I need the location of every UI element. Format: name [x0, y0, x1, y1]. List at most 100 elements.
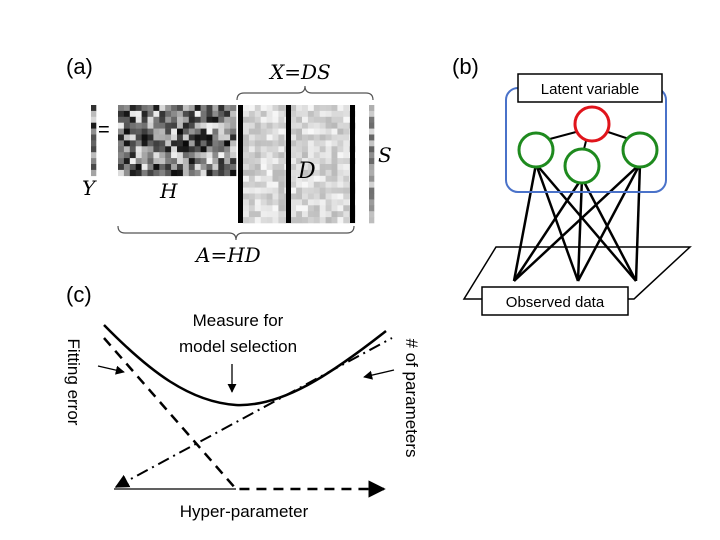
h-matrix-cell [118, 110, 125, 118]
h-matrix-cell [129, 140, 136, 147]
y-vector-cell [91, 105, 97, 112]
h-matrix-cell [230, 122, 237, 129]
d-matrix-cell [296, 134, 303, 141]
d-matrix-cell [296, 164, 303, 171]
d-matrix-cell [302, 205, 309, 212]
h-matrix-cell [147, 122, 154, 129]
hidden-node-left [517, 131, 555, 169]
d-matrix-cell [331, 175, 338, 182]
d-matrix-cell [331, 122, 338, 129]
d-matrix-cell [343, 116, 350, 123]
h-matrix-cell [188, 110, 195, 118]
d-matrix-cell [331, 205, 338, 212]
d-matrix-cell [337, 211, 344, 218]
d-matrix-cell [319, 199, 326, 206]
h-matrix-cell [188, 152, 195, 159]
h-matrix-cell [188, 158, 195, 165]
d-matrix-cell [260, 116, 267, 123]
h-matrix-cell [129, 105, 136, 112]
h-matrix-cell [200, 158, 207, 165]
d-matrix-cell [343, 175, 350, 182]
latent-label-box [517, 73, 663, 103]
d-matrix-cell [290, 152, 297, 159]
d-matrix-cell [331, 164, 338, 171]
d-matrix-cell [243, 158, 250, 165]
h-matrix-cell [165, 116, 172, 123]
h-matrix-cell [141, 140, 148, 147]
d-matrix-cell [307, 110, 315, 118]
d-matrix-cell [260, 110, 267, 118]
d-matrix-cell [302, 187, 309, 194]
h-matrix-cell [135, 158, 142, 165]
d-matrix-cell [266, 187, 273, 194]
d-matrix-cell [248, 199, 256, 206]
d-matrix-cell [272, 122, 279, 129]
h-matrix-cell [230, 164, 237, 171]
h-matrix-cell [218, 128, 225, 135]
h-matrix-cell [182, 116, 190, 123]
h-matrix-cell [194, 146, 201, 153]
d-matrix-cell [313, 140, 320, 147]
d-matrix-cell [331, 146, 338, 153]
d-matrix-cell [337, 128, 344, 135]
d-matrix-cell [278, 193, 285, 200]
x-brace-label: X=DS [268, 60, 331, 84]
d-left-bar [238, 105, 243, 223]
d-matrix-cell [266, 122, 273, 129]
h-matrix-cell [129, 134, 136, 141]
d-matrix-cell [254, 211, 261, 218]
h-matrix-cell [123, 116, 131, 123]
d-matrix-cell [254, 199, 261, 206]
h-matrix-cell [165, 105, 172, 112]
h-matrix-cell [224, 134, 231, 141]
h-matrix-cell [194, 164, 201, 171]
d-matrix-cell [331, 187, 338, 194]
s-vector-cell [369, 116, 375, 123]
d-matrix-cell [337, 193, 344, 200]
d-matrix-cell [337, 158, 344, 165]
d-matrix-cell [254, 164, 261, 171]
d-matrix-cell [266, 152, 273, 159]
d-matrix-cell [254, 134, 261, 141]
d-matrix-cell [278, 217, 285, 224]
h-matrix-cell [129, 110, 136, 118]
d-matrix-cell [313, 152, 320, 159]
d-matrix-cell [302, 175, 309, 182]
d-matrix-cell [272, 217, 279, 224]
h-matrix-cell [165, 164, 172, 171]
d-matrix-cell [254, 122, 261, 129]
d-matrix-cell [243, 205, 250, 212]
d-matrix-cell [331, 181, 338, 188]
params-label: # of parameters [402, 338, 421, 457]
d-matrix-cell [290, 146, 297, 153]
d-matrix-cell [266, 140, 273, 147]
s-vector-cell [369, 152, 375, 159]
d-matrix-cell [290, 110, 297, 118]
d-matrix-cell [331, 217, 338, 224]
h-matrix-cell [206, 146, 213, 153]
h-matrix-cell [188, 122, 195, 129]
edges-to-observed [512, 163, 642, 282]
d-matrix-cell [260, 146, 267, 153]
h-matrix-cell [171, 146, 178, 153]
d-matrix-cell [296, 158, 303, 165]
h-matrix-cell [212, 158, 219, 165]
d-matrix-cell [260, 164, 267, 171]
h-matrix-cell [224, 146, 231, 153]
h-matrix-cell [206, 158, 213, 165]
h-matrix-cell [135, 140, 142, 147]
h-matrix-cell [177, 122, 184, 129]
d-matrix-cell [337, 134, 344, 141]
d-matrix-cell [272, 116, 279, 123]
d-matrix-cell [290, 164, 297, 171]
h-matrix-cell [206, 110, 213, 118]
h-matrix-cell [118, 128, 125, 135]
y-label: Y [82, 176, 97, 200]
d-matrix-cell [248, 110, 256, 118]
d-matrix-cell [260, 175, 267, 182]
d-matrix-cell [331, 211, 338, 218]
d-matrix-cell [337, 152, 344, 159]
h-matrix-cell [165, 110, 172, 118]
d-matrix-cell [319, 164, 326, 171]
d-matrix-cell [296, 146, 303, 153]
